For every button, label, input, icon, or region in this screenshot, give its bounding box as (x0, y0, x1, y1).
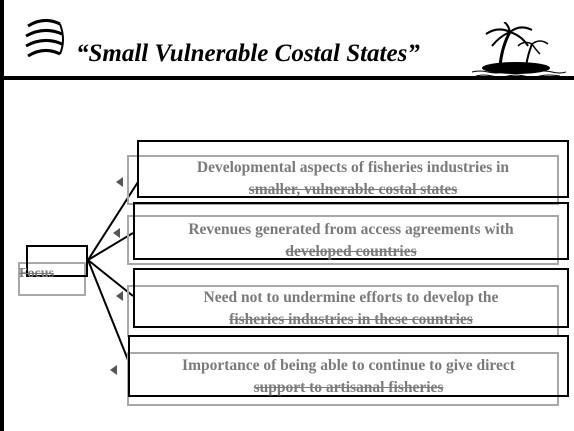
item-3-line-1: Need not to undermine efforts to develop… (203, 289, 499, 306)
slide-title: “Small Vulnerable Costal States” (76, 40, 420, 67)
item-1-box (137, 140, 569, 198)
item-4-line-1: Importance of being able to continue to … (182, 357, 515, 374)
item-4-text: Importance of being able to continue to … (128, 355, 569, 399)
item-1-text: Developmental aspects of fisheries indus… (137, 157, 569, 201)
item-1-line-2: smaller, vulnerable costal states (248, 181, 458, 198)
item-3-line-2: fisheries industries in these countries (229, 311, 473, 328)
title-underline (2, 76, 574, 80)
item-4-line-2: support to artisanal fisheries (253, 379, 444, 396)
item-2-text: Revenues generated from access agreement… (133, 219, 569, 263)
item-3-box (133, 268, 569, 328)
item-2-box (133, 202, 569, 260)
item-2-line-2: developed countries (285, 243, 417, 260)
wto-logo-icon (25, 19, 64, 58)
item-4-arrow-icon (110, 365, 117, 375)
focus-node-label: Focus (19, 266, 54, 281)
focus-node-shadow (18, 262, 86, 296)
focus-node (26, 245, 88, 277)
item-2-arrow-icon (113, 228, 120, 238)
item-2-shadow (127, 215, 559, 265)
item-1-arrow-icon (116, 177, 123, 187)
item-2-line-1: Revenues generated from access agreement… (188, 221, 514, 238)
palm-island-icon (471, 22, 566, 78)
item-3-arrow-icon (116, 291, 123, 301)
item-4-box (128, 335, 569, 397)
slide-left-border (0, 0, 4, 431)
item-3-text: Need not to undermine efforts to develop… (133, 287, 569, 331)
item-1-shadow (127, 155, 559, 205)
item-1-line-1: Developmental aspects of fisheries indus… (196, 159, 510, 176)
